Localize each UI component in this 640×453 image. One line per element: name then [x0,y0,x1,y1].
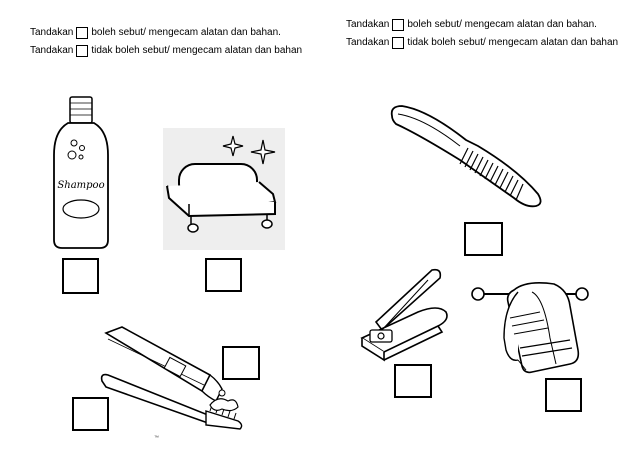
instruction-prefix: Tandakan [346,19,390,30]
comb-icon [390,105,542,208]
instruction-text-can: boleh sebut/ mengecam alatan dan bahan. [91,27,281,38]
shampoo-label: Shampoo [57,180,104,191]
instruction-text-cannot: tidak boleh sebut/ mengecam alatan dan b… [407,37,619,48]
instructions-right: Tandakan boleh sebut/ mengecam alatan da… [346,16,618,52]
instruction-text-cannot: tidak boleh sebut/ mengecam alatan dan b… [91,45,303,56]
instruction-text-can: boleh sebut/ mengecam alatan dan bahan. [407,19,597,30]
toothpaste-toothbrush-icon: ™ [100,326,243,441]
instruction-prefix: Tandakan [30,45,74,56]
instruction-prefix: Tandakan [346,37,390,48]
answer-box-toothbrush[interactable] [72,397,109,431]
answer-box-toothpaste[interactable] [222,346,260,380]
answer-box-shampoo[interactable] [62,258,99,294]
answer-box-towel[interactable] [545,378,582,412]
instruction-prefix: Tandakan [30,27,74,38]
answer-box-nail-clipper[interactable] [394,364,432,398]
instructions-left: Tandakan boleh sebut/ mengecam alatan da… [30,24,302,60]
nail-clipper-icon [360,268,448,362]
checkbox-symbol [392,37,405,49]
towel-rack-icon [471,282,589,374]
answer-box-comb[interactable] [464,222,503,256]
toothpaste-mark: ™ [154,435,159,441]
shampoo-bottle-icon: Shampoo [53,96,109,249]
checkbox-symbol [76,45,89,57]
checkbox-symbol [392,19,405,31]
soap-dish-icon [166,135,277,233]
answer-box-soap[interactable] [205,258,242,292]
checkbox-symbol [76,27,89,39]
